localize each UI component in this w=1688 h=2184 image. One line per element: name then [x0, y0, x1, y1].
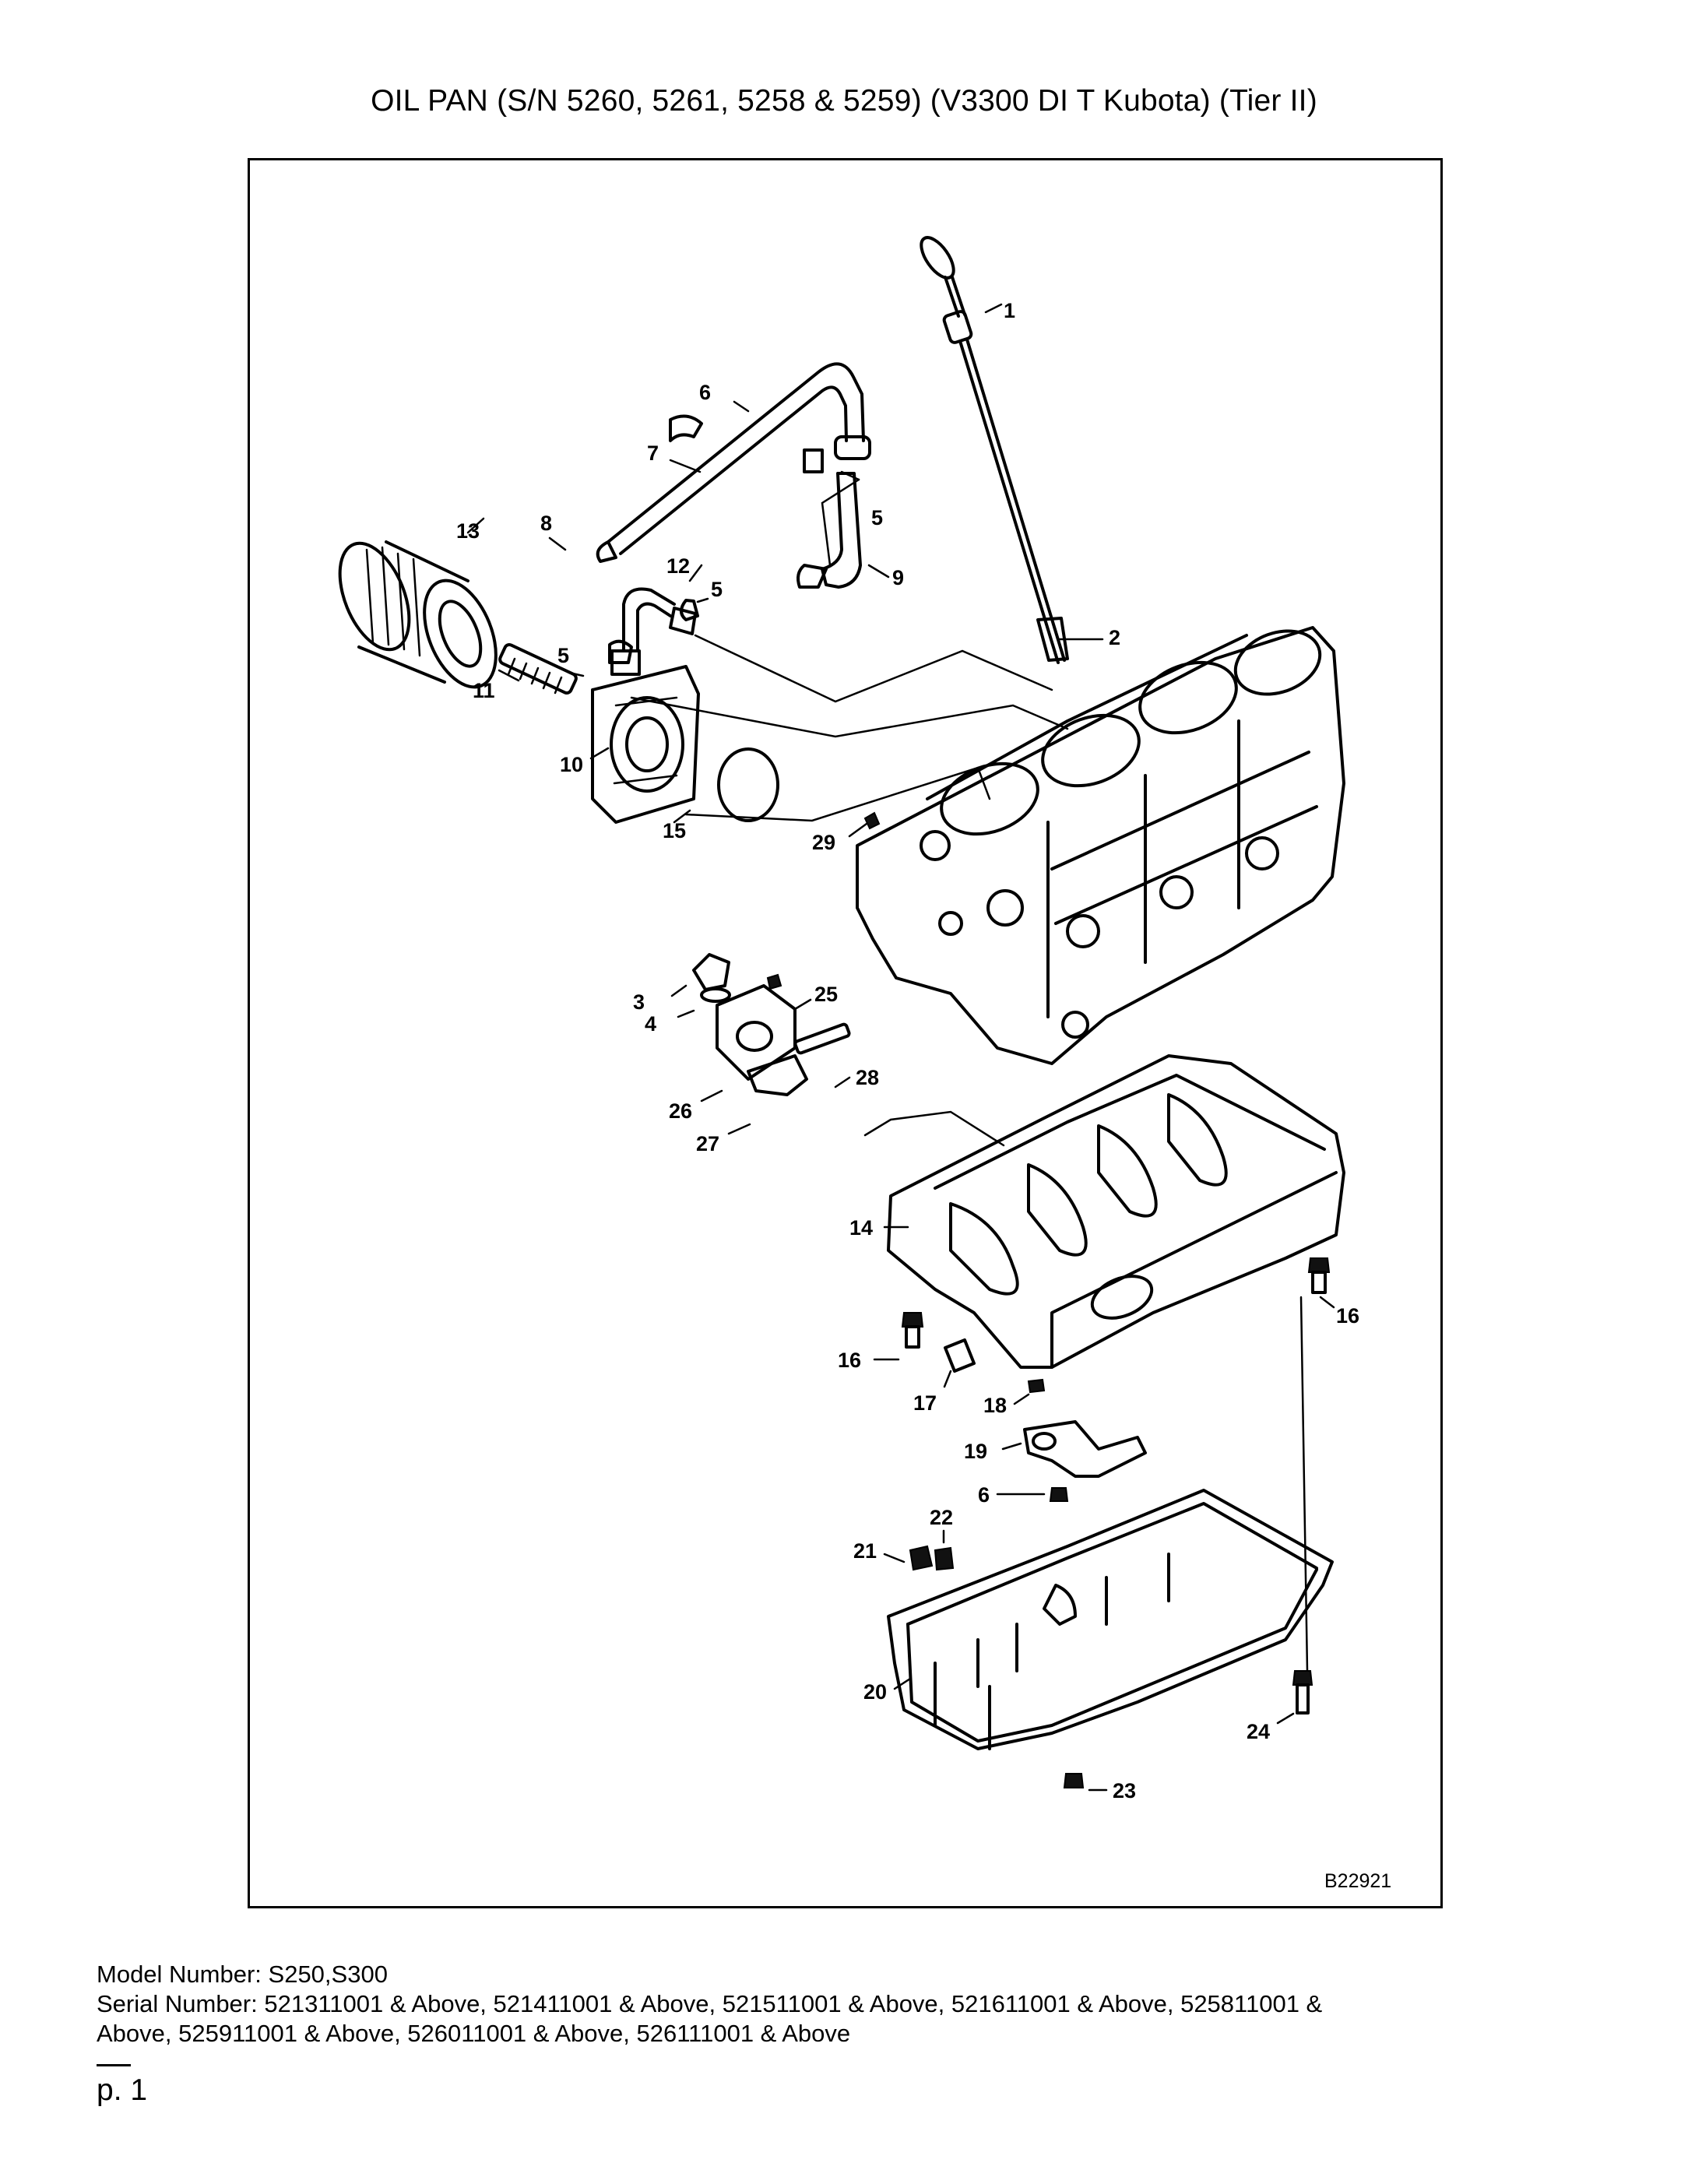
callout-label: 13	[456, 519, 480, 543]
callout-label: 18	[983, 1394, 1007, 1417]
crankcase-part	[887, 1054, 1345, 1369]
model-number: Model Number: S250,S300	[97, 1961, 388, 1988]
callout-label: 24	[1247, 1720, 1270, 1743]
figure-id: B22921	[1324, 1870, 1391, 1892]
callout-label: 11	[473, 679, 495, 702]
page-divider	[97, 2064, 131, 2066]
pan-fasteners	[909, 1545, 1313, 1788]
callout-label: 26	[669, 1099, 692, 1123]
callout-label: 27	[696, 1132, 719, 1155]
callout-label: 19	[964, 1440, 987, 1463]
callout-label: 23	[1113, 1779, 1136, 1802]
leader-lines	[630, 634, 1069, 1147]
callout-label: 9	[892, 566, 904, 589]
callout-leaders	[466, 303, 1335, 1792]
callout-label: 1	[1004, 299, 1015, 322]
serial-number-line-2: Above, 525911001 & Above, 526011001 & Ab…	[97, 2020, 851, 2047]
callout-label: 6	[978, 1483, 990, 1507]
callout-label: 20	[863, 1680, 887, 1704]
callout-label: 16	[1336, 1304, 1359, 1328]
callout-label: 5	[557, 644, 569, 667]
callout-label: 6	[699, 381, 711, 404]
exploded-parts-diagram: 1 2 3 4 5 5 5 6 6 7 8 9 10 11 12 13 14 1…	[248, 158, 1443, 1908]
callout-label: 21	[853, 1539, 877, 1563]
breather-hose-part	[596, 362, 871, 563]
callout-labels: 1 2 3 4 5 5 5 6 6 7 8 9 10 11 12 13 14 1…	[456, 299, 1359, 1802]
callout-label: 16	[838, 1349, 861, 1372]
clamp-part	[608, 639, 633, 664]
callout-label: 25	[814, 983, 838, 1006]
oil-pan-part	[887, 1489, 1334, 1750]
callout-label: 2	[1109, 626, 1120, 649]
callout-label: 15	[663, 819, 686, 842]
callout-label: 28	[856, 1066, 879, 1089]
oil-pump-parts	[692, 811, 881, 1096]
serial-number-line-1: Serial Number: 521311001 & Above, 521411…	[97, 1990, 1323, 2017]
oil-cooler-part	[591, 665, 700, 824]
callout-label: 22	[930, 1506, 953, 1529]
callout-label: 8	[540, 512, 552, 535]
callout-label: 14	[849, 1216, 873, 1240]
callout-label: 10	[560, 753, 583, 776]
fasteners-mid	[901, 1257, 1331, 1672]
page-number: p. 1	[97, 2073, 148, 2107]
callout-label: 5	[711, 578, 723, 601]
callout-label: 29	[812, 831, 835, 854]
callout-label: 5	[871, 506, 883, 529]
callout-label: 12	[666, 554, 690, 578]
diagram-canvas: 1 2 3 4 5 5 5 6 6 7 8 9 10 11 12 13 14 1…	[338, 236, 1391, 1892]
dipstick-part	[920, 236, 1069, 664]
callout-label: 7	[647, 441, 659, 465]
page-title: OIL PAN (S/N 5260, 5261, 5258 & 5259) (V…	[371, 84, 1317, 118]
engine-block-part	[856, 626, 1345, 1065]
threaded-stud-part	[498, 643, 578, 695]
o-ring-part	[717, 747, 779, 822]
callout-label: 17	[913, 1391, 937, 1415]
callout-label: 3	[633, 990, 645, 1014]
callout-label: 4	[645, 1012, 656, 1036]
oil-filter-part	[338, 540, 498, 689]
